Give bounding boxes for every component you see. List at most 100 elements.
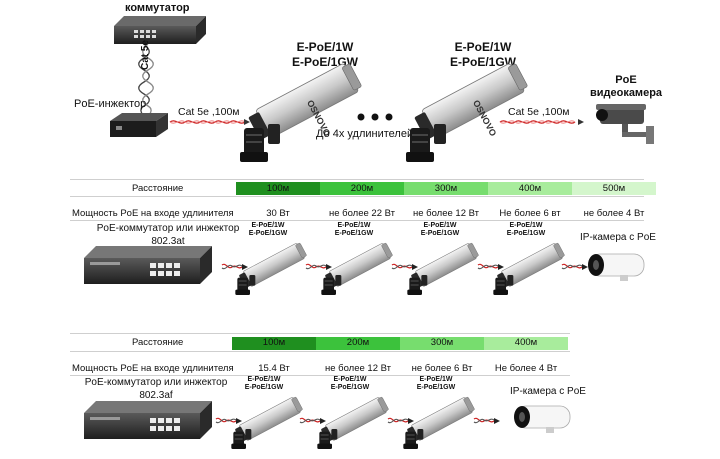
model-line1: E-PoE/1W xyxy=(247,376,281,383)
model-label-top-2: E-PoE/1W E-PoE/1GW xyxy=(438,40,528,70)
cable-small-3 xyxy=(477,263,504,270)
table-at-power-cell: не более 12 Вт xyxy=(412,208,479,219)
table-af-bar-0 xyxy=(232,337,316,350)
source-at-line2: 802.3at xyxy=(151,236,185,247)
table-at-power-cell: не более 22 Вт xyxy=(328,208,395,219)
cable-small-2 xyxy=(387,417,414,424)
table-at-distance-cell: 200м xyxy=(350,183,374,194)
model-line1: E-PoE/1W xyxy=(333,376,367,383)
model-line2: E-PoE/1GW xyxy=(506,230,546,237)
table-af-power-cell: не более 6 Вт xyxy=(411,363,473,374)
camera-label-top: PoE видеокамера xyxy=(586,74,666,100)
model-line1: E-PoE/1W xyxy=(423,222,457,229)
table-at-distance-cell: 100м xyxy=(266,183,290,194)
table-af-distance-cell: 300м xyxy=(430,337,454,348)
model-line1: E-PoE/1W xyxy=(509,222,543,229)
table-af-bottom-border xyxy=(70,375,570,376)
table-at-power-cell: 30 Вт xyxy=(266,208,290,219)
table-af-distance-header: Расстояние xyxy=(132,337,184,348)
table-at-bar-2 xyxy=(404,182,488,195)
model-line1: E-PoE/1W xyxy=(337,222,371,229)
table-af-mid-border xyxy=(70,351,570,352)
ellipsis-dots xyxy=(357,113,393,121)
source-af-line2: 802.3af xyxy=(139,390,173,401)
switch-at-icon xyxy=(84,246,212,284)
table-af-bar-3 xyxy=(484,337,568,350)
table-at-power-cell: Не более 6 вт xyxy=(499,208,561,219)
cable-small-1 xyxy=(305,263,332,270)
extender-small-1 xyxy=(317,395,390,450)
camera-label-line2: видеокамера xyxy=(589,87,663,99)
camera-af-label: IP-камера с PoE xyxy=(510,386,586,397)
model-line2: E-PoE/1GW xyxy=(420,230,460,237)
model-line2: E-PoE/1GW xyxy=(330,384,370,391)
table-at-distance-cell: 500м xyxy=(602,183,626,194)
vertical-cable xyxy=(138,43,154,117)
model-line1: E-PoE/1W xyxy=(296,40,354,54)
cable-1 xyxy=(169,119,250,125)
model-line1: E-PoE/1W xyxy=(251,222,285,229)
extender-top-1: OSNOVO xyxy=(240,63,362,162)
model-line2: E-PoE/1GW xyxy=(248,230,288,237)
cable-2-label: Cat 5e ,100м xyxy=(508,106,570,118)
cable-small-1 xyxy=(299,417,326,424)
cable-small-0 xyxy=(215,417,242,424)
max-extenders-label: До 4х удлинителей xyxy=(316,128,414,140)
table-af-power-cell: 15.4 Вт xyxy=(258,363,290,374)
source-af-line1: PoE-коммутатор или инжектор xyxy=(84,377,228,388)
switch-label: коммутатор xyxy=(125,2,190,14)
table-af-power-cell: не более 12 Вт xyxy=(324,363,391,374)
table-at-bottom-border xyxy=(70,220,644,221)
table-at-distance-header: Расстояние xyxy=(132,183,184,194)
model-line1: E-PoE/1W xyxy=(454,40,512,54)
cable-1-label: Cat 5e ,100м xyxy=(178,106,240,118)
model-line2: E-PoE/1GW xyxy=(449,55,516,69)
injector-label: PoE-инжектор xyxy=(74,98,147,110)
model-line2: E-PoE/1GW xyxy=(416,384,456,391)
injector-icon xyxy=(110,113,168,137)
table-at-bar-0 xyxy=(236,182,320,195)
model-line2: E-PoE/1GW xyxy=(334,230,374,237)
table-af-power-cell: Не более 4 Вт xyxy=(494,363,558,374)
table-at-bar-4 xyxy=(572,182,656,195)
extender-top-2: OSNOVO xyxy=(406,63,528,162)
camera-icon xyxy=(596,104,654,144)
table-af-bar-2 xyxy=(400,337,484,350)
camera-af-icon xyxy=(514,405,571,433)
table-at-power-cell: не более 4 Вт xyxy=(583,208,645,219)
table-at-top-border xyxy=(70,179,644,180)
cable-small-2 xyxy=(391,263,418,270)
vertical-cable-label: Cat 5e xyxy=(140,39,151,70)
switch-af-icon xyxy=(84,401,212,439)
model-line1: E-PoE/1W xyxy=(419,376,453,383)
table-af-distance-cell: 100м xyxy=(262,337,286,348)
cable-small-3 xyxy=(473,417,500,424)
table-at-distance-cell: 300м xyxy=(434,183,458,194)
table-af-power-header: Мощность PoE на входе удлинителя xyxy=(72,363,234,374)
source-af-label: PoE-коммутатор или инжектор 802.3af xyxy=(76,376,236,402)
table-at-distance-cell: 400м xyxy=(518,183,542,194)
table-af-distance-cell: 400м xyxy=(514,337,538,348)
cable-small-0 xyxy=(221,263,248,270)
table-at-power-header: Мощность PoE на входе удлинителя xyxy=(72,208,234,219)
table-af-bar-1 xyxy=(316,337,400,350)
source-at-line1: PoE-коммутатор или инжектор xyxy=(96,223,240,234)
table-at-bar-3 xyxy=(488,182,572,195)
table-at-mid-border xyxy=(70,196,644,197)
camera-label-line1: PoE xyxy=(615,74,637,86)
camera-at-icon xyxy=(588,253,645,281)
table-at-bar-1 xyxy=(320,182,404,195)
table-af-distance-cell: 200м xyxy=(346,337,370,348)
source-at-label: PoE-коммутатор или инжектор 802.3at xyxy=(88,222,248,248)
table-af-top-border xyxy=(70,333,570,334)
cable-small-4 xyxy=(561,263,588,270)
model-line2: E-PoE/1GW xyxy=(244,384,284,391)
switch-icon xyxy=(114,16,206,44)
